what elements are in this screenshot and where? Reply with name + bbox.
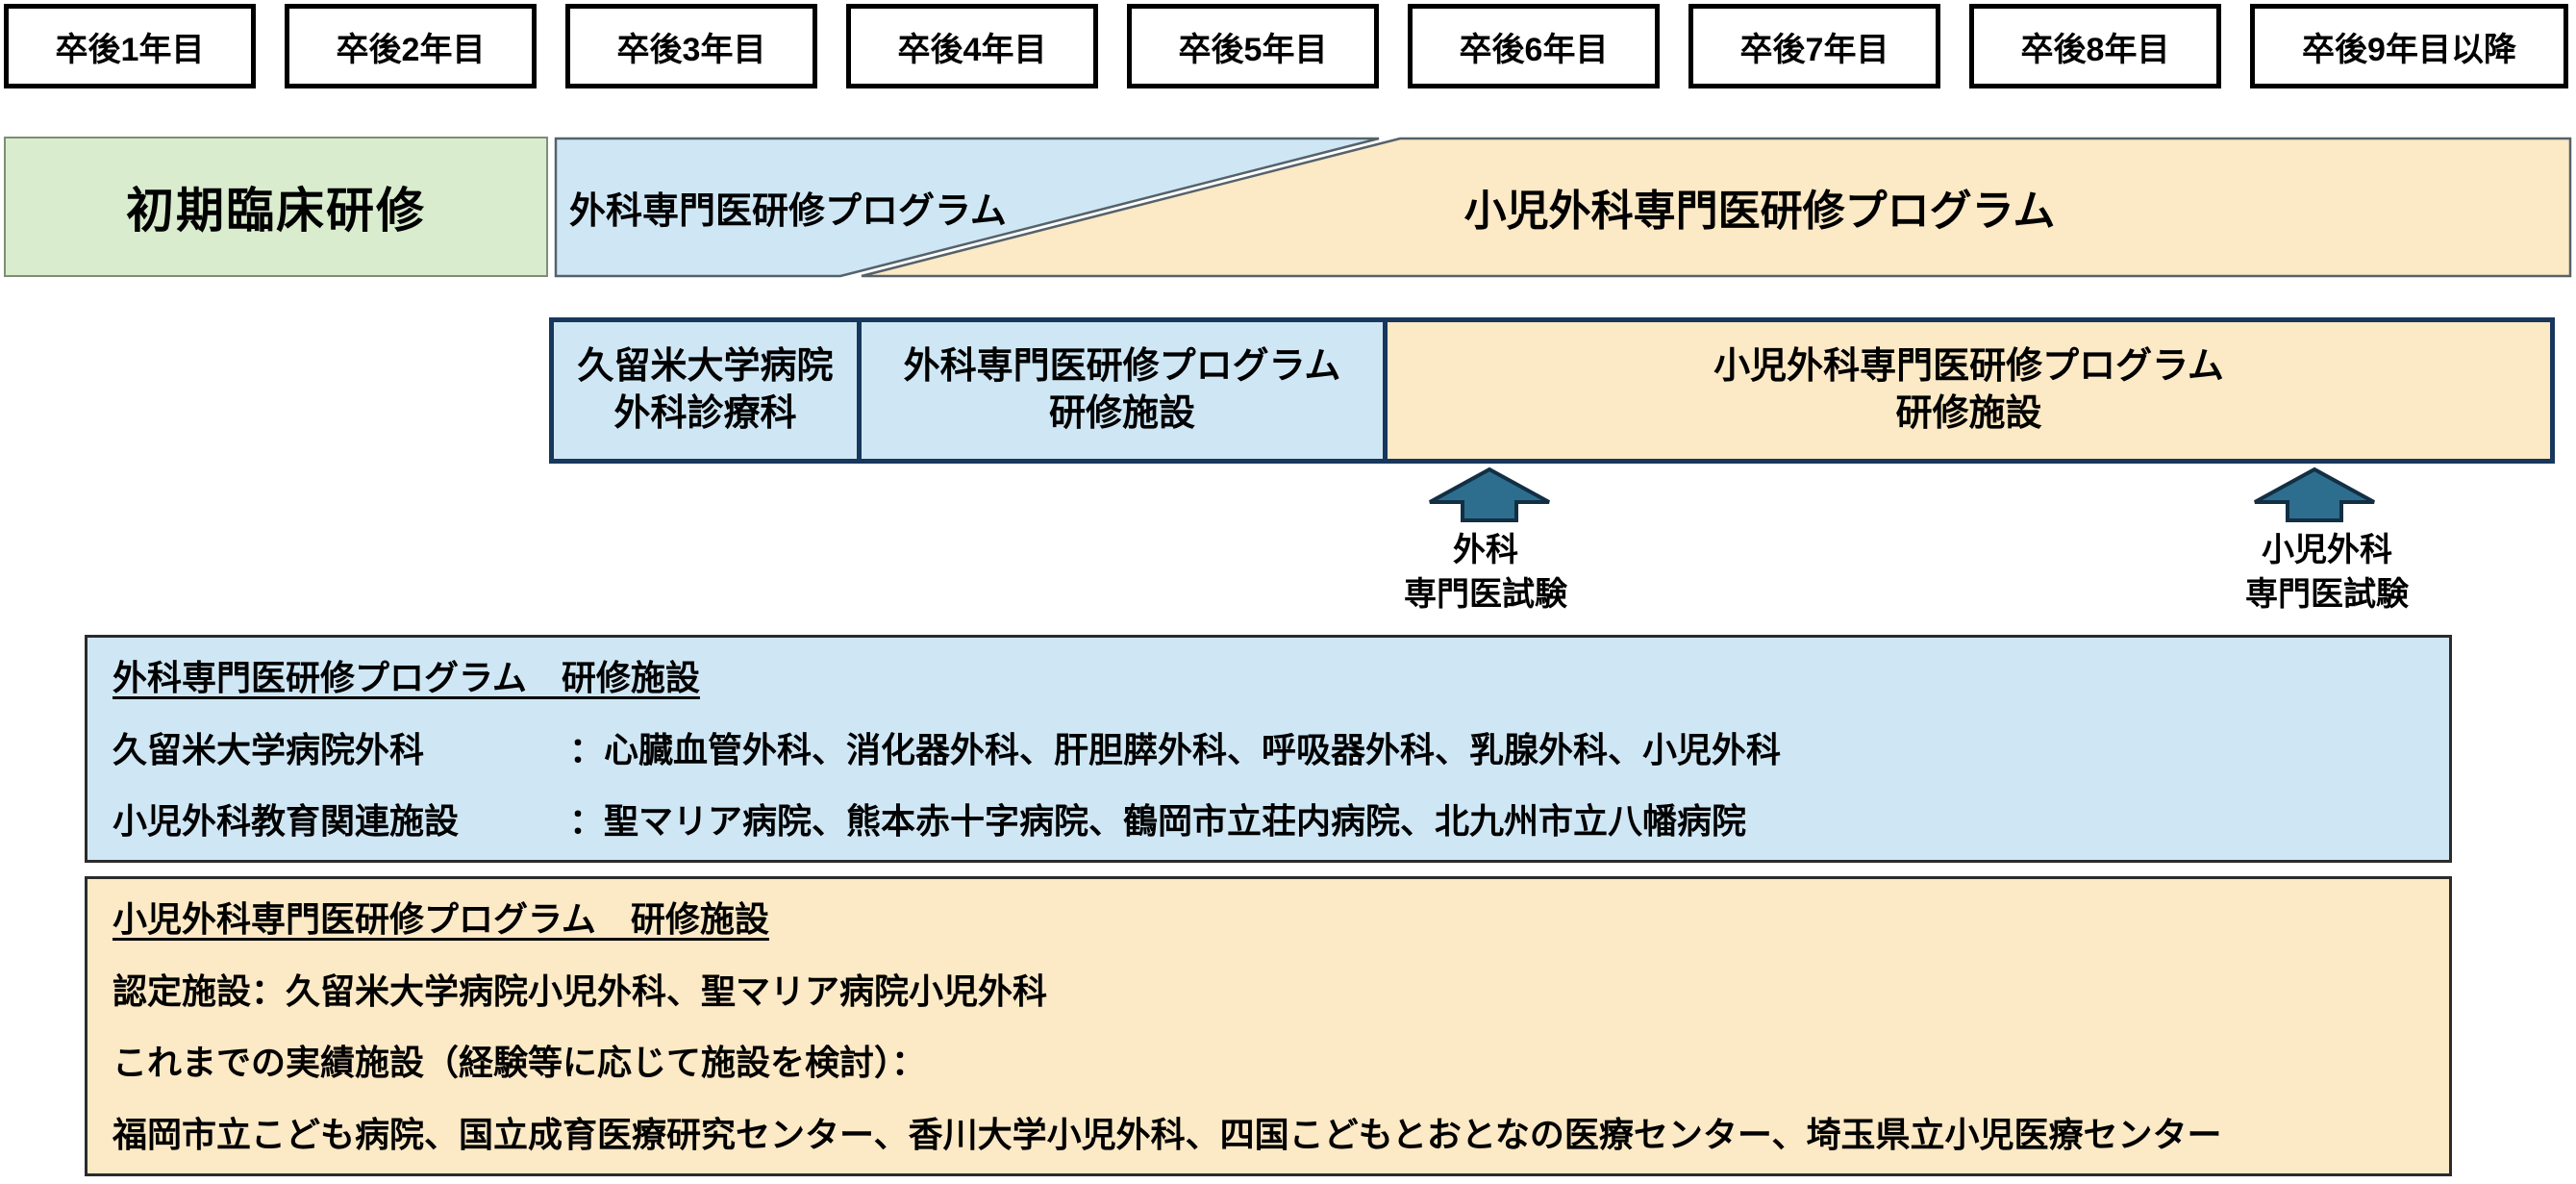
- pediatric-facility-line1: 小児外科専門医研修プログラム: [1713, 345, 2224, 387]
- pediatric-exam-label: 小児外科 専門医試験: [2168, 529, 2486, 617]
- year-box-9: 卒後9年目以降: [2250, 4, 2568, 88]
- year-box-6: 卒後6年目: [1408, 4, 1660, 88]
- year-box-3: 卒後3年目: [565, 4, 817, 88]
- pediatric-info-line-2: これまでの実績施設（経験等に応じて施設を検討）：: [113, 1043, 927, 1083]
- pediatric-exam-line1: 小児外科: [2262, 532, 2392, 568]
- surgery-program-band-label: 外科専門医研修プログラム: [569, 190, 1007, 232]
- kurume-hospital-surgery-box: 久留米大学病院 外科診療科: [549, 317, 862, 464]
- year-box-8: 卒後8年目: [1969, 4, 2221, 88]
- surgery-facility-line1: 外科専門医研修プログラム: [903, 345, 1341, 387]
- surgery-facility-line2: 研修施設: [1048, 393, 1195, 434]
- up-arrow-icon: [1429, 466, 1550, 522]
- kurume-hospital-line1: 久留米大学病院: [577, 345, 834, 387]
- pediatric-program-facility-box: 小児外科専門医研修プログラム 研修施設: [1383, 317, 2555, 464]
- pediatric-program-band-label: 小児外科専門医研修プログラム: [1463, 188, 2056, 235]
- surgery-info-row-1-value: ：心臓血管外科、消化器外科、肝胆膵外科、呼吸器外科、乳腺外科、小児外科: [569, 729, 1782, 769]
- pediatric-exam-line2: 専門医試験: [2245, 575, 2409, 613]
- kurume-hospital-line2: 外科診療科: [613, 393, 797, 434]
- surgery-info-title: 外科専門医研修プログラム 研修施設: [113, 658, 700, 697]
- pediatric-facility-line2: 研修施設: [1895, 393, 2042, 434]
- year-box-5: 卒後5年目: [1127, 4, 1379, 88]
- surgery-info-row-1: 久留米大学病院外科 ：心臓血管外科、消化器外科、肝胆膵外科、呼吸器外科、乳腺外科…: [113, 727, 2424, 774]
- surgery-info-row-2-value: ：聖マリア病院、熊本赤十字病院、鶴岡市立荘内病院、北九州市立八幡病院: [569, 801, 1747, 842]
- surgery-info-row-2: 小児外科教育関連施設 ：聖マリア病院、熊本赤十字病院、鶴岡市立荘内病院、北九州市…: [113, 798, 2424, 845]
- surgery-program-band-shape: [554, 137, 1380, 278]
- program-band-shapes: [554, 137, 2572, 278]
- pediatric-info-line-1: 認定施設：久留米大学病院小児外科、聖マリア病院小児外科: [113, 970, 1048, 1011]
- surgery-exam-line2: 専門医試験: [1404, 575, 1567, 613]
- year-box-2: 卒後2年目: [285, 4, 537, 88]
- year-box-4: 卒後4年目: [846, 4, 1098, 88]
- surgery-info-row-1-label: 久留米大学病院外科: [113, 729, 425, 769]
- timeline-year-row: 卒後1年目 卒後2年目 卒後3年目 卒後4年目 卒後5年目 卒後6年目 卒後7年…: [4, 4, 2568, 88]
- year-box-7: 卒後7年目: [1688, 4, 1940, 88]
- surgery-exam-label: 外科 専門医試験: [1327, 529, 1644, 617]
- pediatric-info-line-3: 福岡市立こども病院、国立成育医療研究センター、香川大学小児外科、四国こどもとおと…: [113, 1114, 2222, 1154]
- surgery-info-row-2-label: 小児外科教育関連施設: [113, 801, 460, 842]
- surgery-program-info-box: 外科専門医研修プログラム 研修施設 久留米大学病院外科 ：心臓血管外科、消化器外…: [85, 635, 2452, 863]
- exam-arrows: [1429, 466, 2375, 522]
- year-box-1: 卒後1年目: [4, 4, 256, 88]
- pediatric-info-title: 小児外科専門医研修プログラム 研修施設: [113, 899, 769, 939]
- pediatric-program-info-box: 小児外科専門医研修プログラム 研修施設 認定施設：久留米大学病院小児外科、聖マリ…: [85, 876, 2452, 1176]
- surgery-program-facility-box: 外科専門医研修プログラム 研修施設: [857, 317, 1388, 464]
- surgery-exam-line1: 外科: [1453, 532, 1518, 568]
- pediatric-program-band-shape: [861, 137, 2572, 278]
- initial-clinical-training-box: 初期臨床研修: [4, 137, 548, 277]
- up-arrow-icon: [2254, 466, 2375, 522]
